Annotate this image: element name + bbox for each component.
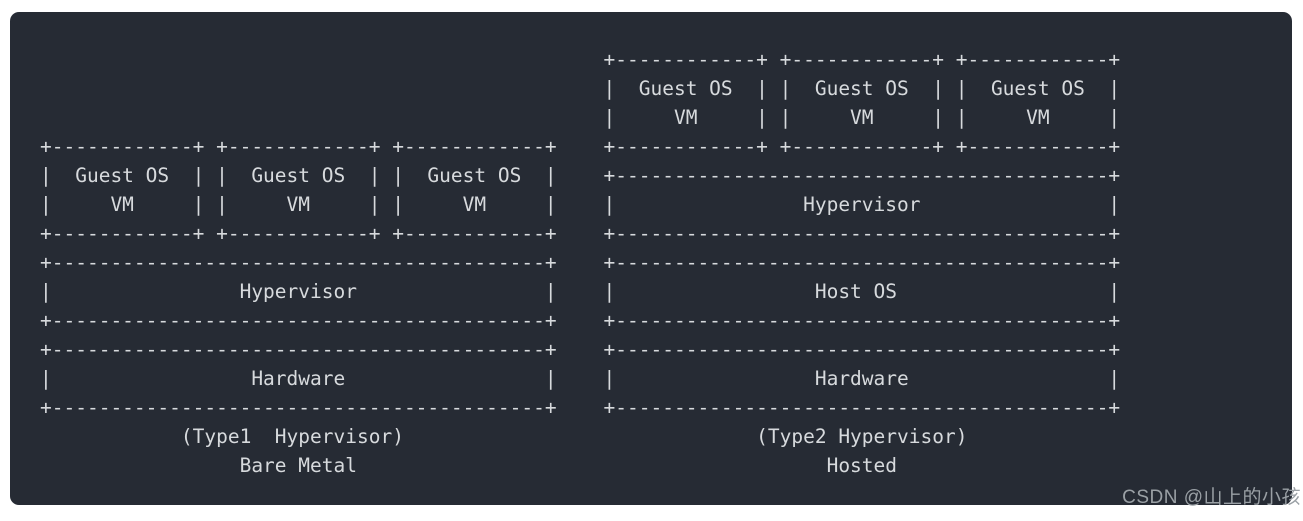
code-block-panel: +------------+ +------------+ +---------… [10, 12, 1292, 505]
csdn-watermark: CSDN @山上的小孩 [1122, 487, 1301, 508]
hypervisor-ascii-diagram: +------------+ +------------+ +---------… [40, 48, 1121, 477]
